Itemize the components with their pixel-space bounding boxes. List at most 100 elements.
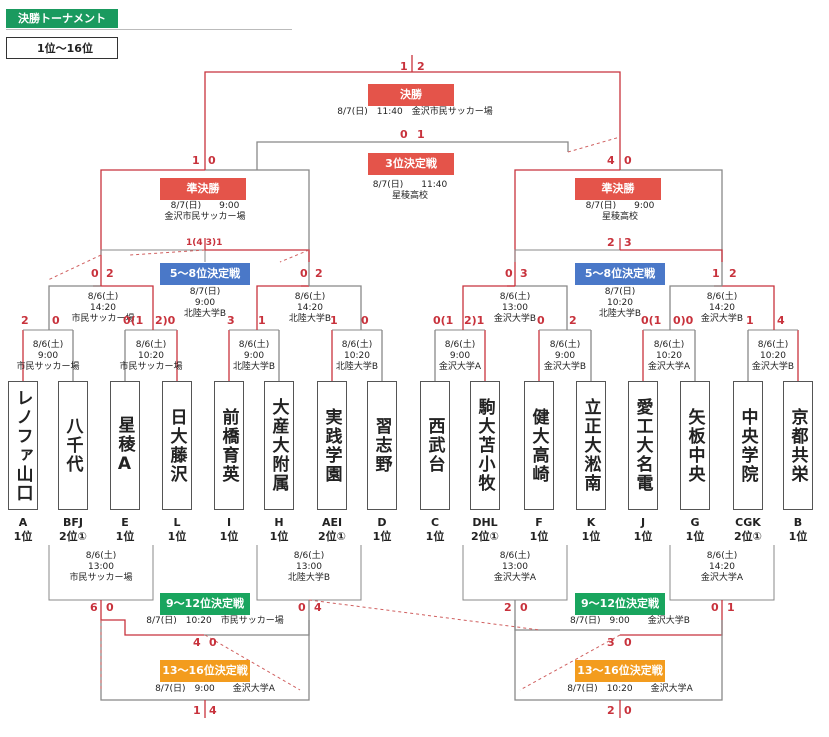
semi-left-title: 準決勝 xyxy=(160,178,246,200)
final-title: 決勝 xyxy=(368,84,454,106)
bracket-line xyxy=(205,620,310,701)
p1316-left-info: 8/7(日) 9:00 金沢大学A xyxy=(155,684,275,694)
team-rank: 1位 xyxy=(269,530,289,543)
bracket-line xyxy=(567,136,621,153)
r1-score-right: 0 xyxy=(52,314,60,327)
semi-right-score-right: 0 xyxy=(624,154,632,167)
r1-score-right: 0 xyxy=(361,314,369,327)
lower-qf-score-left: 6 xyxy=(90,601,98,614)
bracket-line xyxy=(514,249,620,262)
bracket-line xyxy=(722,285,775,330)
semi-right-info: 8/7(日) 9:00 星稜高校 xyxy=(585,201,655,222)
bracket-line xyxy=(47,254,102,281)
qf4-score-left: 1 xyxy=(712,267,720,280)
p912-left-info: 8/7(日) 10:20 市民サッカー場 xyxy=(146,616,284,626)
r1-score-left: 0 xyxy=(537,314,545,327)
bracket-line xyxy=(256,285,309,330)
lower-qf-score-right: 0 xyxy=(106,601,114,614)
qf3-info: 8/6(土) 13:00 金沢大学B xyxy=(493,292,537,324)
semi-right-score-left: 4 xyxy=(607,154,615,167)
team-box: レノファ山口 xyxy=(8,381,38,510)
team-rank: 1位 xyxy=(529,530,549,543)
team-code: AEI xyxy=(321,516,343,529)
team-rank: 1位 xyxy=(13,530,33,543)
bracket-line xyxy=(279,249,310,263)
lower-qf-score-right: 4 xyxy=(314,601,322,614)
p1316-right-title: 13〜16位決定戦 xyxy=(575,660,665,682)
r1-info: 8/6(土) 10:20 金沢大学A xyxy=(647,340,691,372)
team-code: H xyxy=(274,516,284,529)
team-rank: 2位① xyxy=(59,530,87,543)
bracket-line xyxy=(519,634,621,691)
r1-info: 8/6(土) 9:00 金沢大学B xyxy=(543,340,587,372)
r1-score-right: 2)0 xyxy=(155,314,176,327)
bracket-line xyxy=(514,620,620,701)
tournament-tab[interactable]: 決勝トーナメント xyxy=(6,9,118,28)
r1-score-right: 2 xyxy=(569,314,577,327)
team-box: 西武台 xyxy=(420,381,450,510)
bracket-line xyxy=(204,634,301,691)
p58-right-title: 5〜8位決定戦 xyxy=(575,263,665,285)
p1316-right-score-right: 0 xyxy=(624,704,632,717)
qf2-info: 8/6(土) 14:20 北陸大学B xyxy=(288,292,332,324)
p912-right-score-left: 3 xyxy=(607,636,615,649)
team-box: 中央学院 xyxy=(733,381,763,510)
team-box: 愛工大名電 xyxy=(628,381,658,510)
team-box: 習志野 xyxy=(367,381,397,510)
team-box: 大産大附属 xyxy=(264,381,294,510)
third-place-title: 3位決定戦 xyxy=(368,153,454,175)
team-rank: 1位 xyxy=(425,530,445,543)
team-box: 京都共栄 xyxy=(783,381,813,510)
semi-left-score-right: 0 xyxy=(208,154,216,167)
p58-left-title: 5〜8位決定戦 xyxy=(160,263,250,285)
lower-qf-info: 8/6(土) 13:00 市民サッカー場 xyxy=(69,551,133,583)
bracket-line xyxy=(515,285,568,330)
team-box: 前橋育英 xyxy=(214,381,244,510)
p1316-left-score-left: 1 xyxy=(193,704,201,717)
team-rank: 1位 xyxy=(685,530,705,543)
final-score-right: 2 xyxy=(417,60,425,73)
lower-qf-score-left: 2 xyxy=(504,601,512,614)
team-box: 立正大淞南 xyxy=(576,381,606,510)
team-code: K xyxy=(586,516,596,529)
team-rank: 1位 xyxy=(115,530,135,543)
range-label: 1位〜16位 xyxy=(6,37,118,59)
team-code: F xyxy=(535,516,543,529)
r1-score-left: 0(1 xyxy=(641,314,662,327)
p912-right-info: 8/7(日) 9:00 金沢大学B xyxy=(570,616,690,626)
bracket-line xyxy=(101,285,154,330)
bracket-line xyxy=(514,169,620,286)
lower-qf-info: 8/6(土) 14:20 金沢大学A xyxy=(700,551,744,583)
qf2-score-left: 0 xyxy=(300,267,308,280)
team-code: DHL xyxy=(472,516,498,529)
p1316-right-info: 8/7(日) 10:20 金沢大学A xyxy=(567,684,693,694)
r1-info: 8/6(土) 9:00 金沢大学A xyxy=(438,340,482,372)
bracket-line xyxy=(620,169,723,286)
p912-right-score-right: 0 xyxy=(624,636,632,649)
p1316-right-score-left: 2 xyxy=(607,704,615,717)
third-score-right: 1 xyxy=(417,128,425,141)
p912-right-title: 9〜12位決定戦 xyxy=(575,593,665,615)
qf3-score-left: 0 xyxy=(505,267,513,280)
r1-score-left: 2 xyxy=(21,314,29,327)
bracket-line xyxy=(462,285,515,330)
r1-score-left: 0(1 xyxy=(433,314,454,327)
p912-left-score-right: 0 xyxy=(209,636,217,649)
bracket-line xyxy=(620,249,723,262)
p58-left-info: 8/7(日) 9:00 北陸大学B xyxy=(183,287,227,319)
team-box: 健大高崎 xyxy=(524,381,554,510)
team-rank: 2位① xyxy=(318,530,346,543)
bracket-line xyxy=(204,71,412,170)
bracket-line xyxy=(100,600,204,636)
lower-qf-info: 8/6(土) 13:00 金沢大学A xyxy=(493,551,537,583)
r1-score-left: 0(1 xyxy=(123,314,144,327)
